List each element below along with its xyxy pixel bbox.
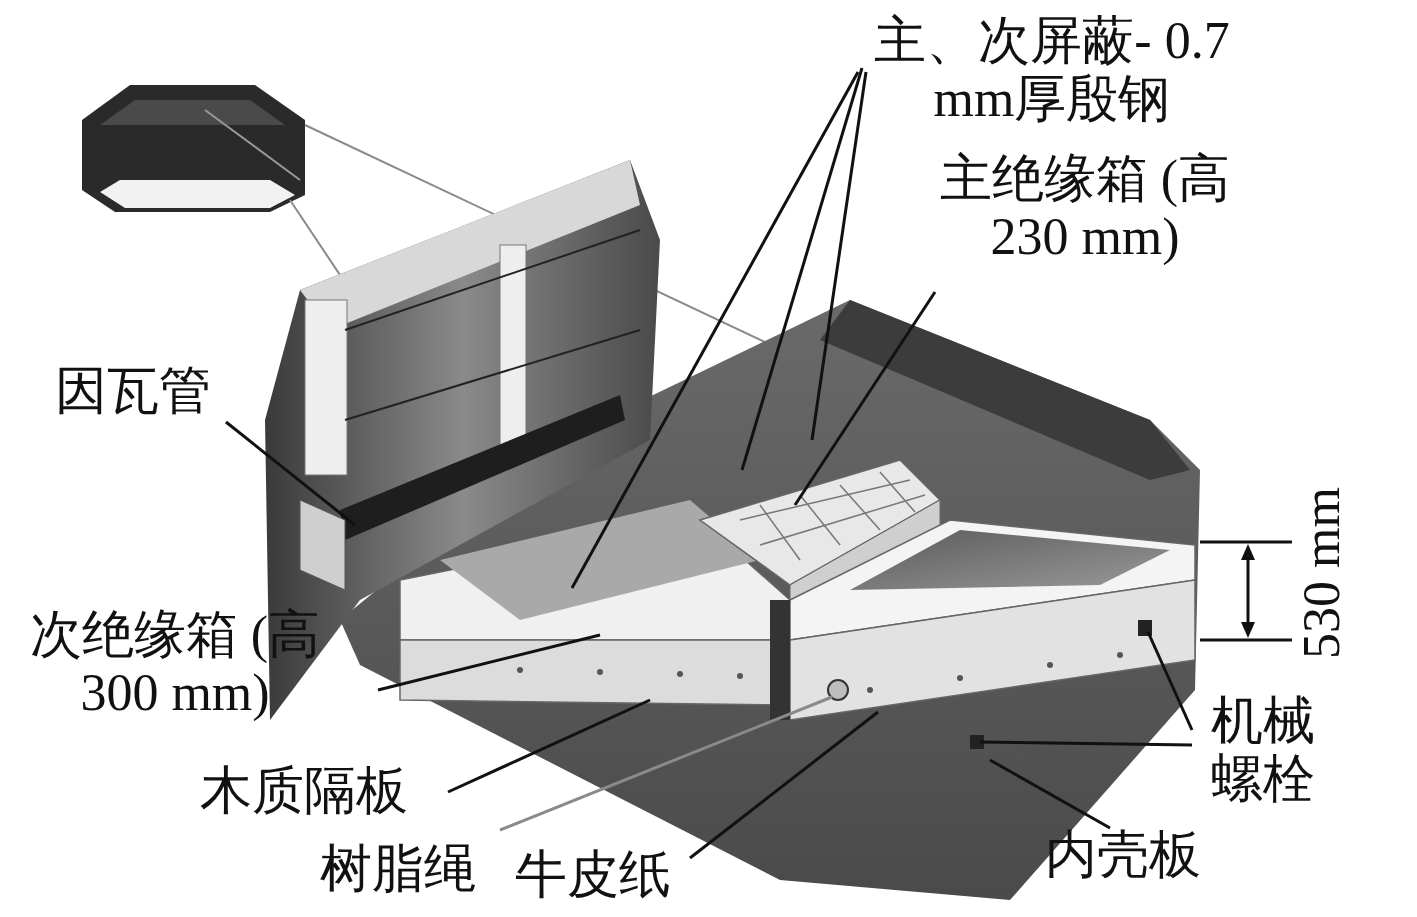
bolt-label: 机械 螺栓 [1198,692,1328,808]
primary-box-label: 主绝缘箱 (高230 mm) [930,150,1240,266]
kraft-paper-label: 牛皮纸 [515,846,671,904]
dimension-530 [1200,542,1292,640]
plywood-label: 木质隔板 [200,762,408,820]
barrier-label: 主、次屏蔽- 0.7 mm厚殷钢 [862,12,1242,128]
invar-tube-label: 因瓦管 [55,362,211,420]
secondary-box-label: 次绝缘箱 (高300 mm) [20,606,330,722]
inner-hull-label: 内壳板 [1045,826,1201,884]
dimension-label: 530 mm [1293,487,1351,659]
invar-tube [340,395,625,540]
resin-rope-label: 树脂绳 [320,840,476,898]
tank-inset [82,85,305,212]
